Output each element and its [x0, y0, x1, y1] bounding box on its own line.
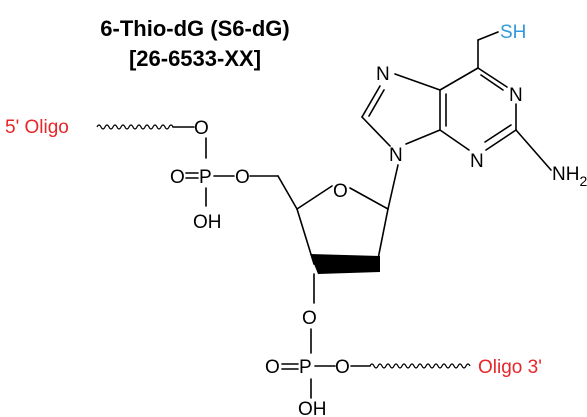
bond-n9-c4 — [405, 129, 441, 145]
bond-c5-c4 — [277, 175, 298, 210]
atom-oh-upper: OH — [193, 212, 222, 233]
atom-o-5-prime: O — [194, 118, 209, 139]
bond-c6-n1 — [477, 67, 508, 88]
bond-n7-c5 — [394, 73, 441, 91]
atom-o-double-upper: O — [170, 167, 185, 188]
oligo-3-prime-label: Oligo 3' — [478, 357, 542, 378]
bond-c1-n9 — [387, 164, 399, 210]
title-line-2: [26-6533-XX] — [129, 46, 261, 71]
atom-n1: N — [509, 85, 523, 106]
bold-bond-c3-c2 — [310, 254, 380, 274]
atom-o-3-prime: O — [302, 308, 317, 329]
atom-n3: N — [470, 151, 484, 172]
bond-c4-o4 — [296, 185, 333, 210]
title-line-1: 6-Thio-dG (S6-dG) — [100, 16, 289, 41]
atom-p-upper: P — [199, 167, 212, 188]
bond-o4-c1 — [349, 187, 389, 210]
bond-n7-c8-double — [368, 89, 385, 117]
wavy-bond-5-prime — [96, 124, 174, 130]
bond-sh-connector — [477, 31, 499, 41]
amine-nh: NH — [552, 164, 579, 185]
atom-n7: N — [376, 64, 390, 85]
bond-c2-n3 — [485, 129, 517, 151]
amine-subscript: 2 — [579, 173, 587, 189]
bond-c2-nh2 — [515, 129, 552, 171]
wavy-bond-3-prime — [369, 363, 471, 369]
atom-o-ester-lower: O — [335, 357, 350, 378]
atom-o-ester-upper: O — [235, 167, 250, 188]
bond-c1-c2 — [376, 208, 389, 265]
bond-c6-n1-double — [480, 74, 504, 91]
amine-label: NH2 — [552, 164, 587, 189]
bond-n7-c8 — [361, 85, 381, 118]
atom-o-double-lower: O — [265, 357, 280, 378]
atom-o-ring: O — [333, 181, 348, 202]
atom-n9: N — [389, 145, 403, 166]
bond-c2-n3-double — [484, 124, 512, 143]
atom-p-lower: P — [299, 357, 312, 378]
oligo-5-prime-label: 5' Oligo — [5, 117, 69, 138]
atom-oh-lower: OH — [298, 399, 327, 417]
thiol-label: SH — [500, 22, 526, 43]
bond-n3-c4 — [439, 129, 470, 151]
bond-c5-c6 — [439, 67, 479, 91]
bond-c8-n9 — [361, 116, 391, 147]
